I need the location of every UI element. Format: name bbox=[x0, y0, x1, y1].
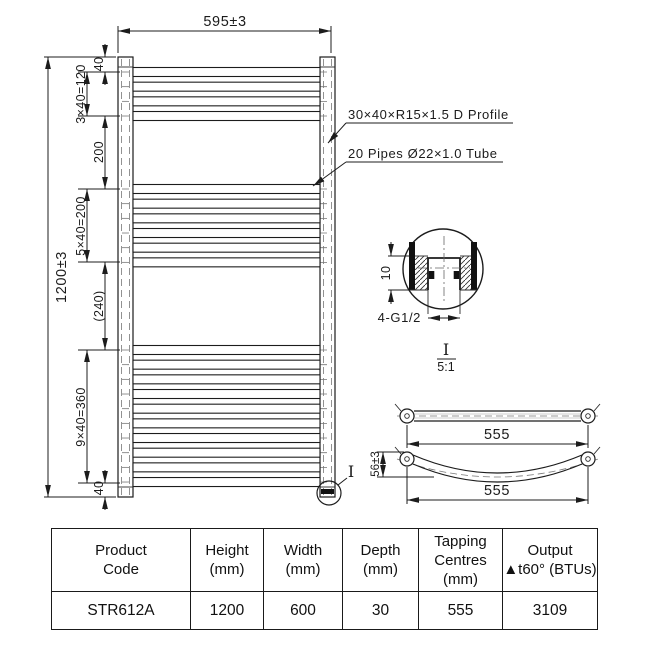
tube bbox=[132, 96, 321, 107]
tube bbox=[132, 257, 321, 268]
header-line: Height bbox=[205, 542, 249, 559]
curved-length-dim: 555 bbox=[484, 483, 510, 499]
header-line: Output bbox=[527, 542, 573, 559]
detail-scale-letter: I bbox=[443, 340, 449, 359]
value-output: 3109 bbox=[502, 591, 598, 630]
header-output: Output ▲t60° (BTUs) bbox=[502, 528, 598, 592]
header-line: (mm) bbox=[363, 561, 398, 578]
tube bbox=[132, 183, 321, 195]
header-line: (mm) bbox=[443, 570, 478, 588]
dim-text-width: 595±3 bbox=[203, 14, 246, 30]
value-height: 1200 bbox=[190, 591, 264, 630]
header-depth: Depth (mm) bbox=[342, 528, 419, 592]
header-line: Centres bbox=[434, 551, 487, 569]
bottom-tapping bbox=[321, 489, 334, 494]
detail-scale-ratio: 5:1 bbox=[437, 360, 454, 374]
tube bbox=[132, 110, 321, 122]
detail-callout: I bbox=[316, 462, 354, 506]
tube bbox=[132, 81, 321, 92]
value-tapping-centres: 555 bbox=[418, 591, 503, 630]
header-line: Width bbox=[283, 542, 323, 559]
dim-text-height: 1200±3 bbox=[54, 251, 70, 303]
tube bbox=[132, 476, 321, 488]
spec-table-value-row: STR612A 1200 600 30 555 3109 bbox=[51, 591, 598, 630]
header-line: ▲t60° (BTUs) bbox=[503, 561, 597, 578]
left-rail bbox=[117, 56, 134, 498]
tube bbox=[132, 432, 321, 444]
dim-text-gap2: (240) bbox=[92, 290, 106, 321]
tube bbox=[132, 213, 321, 224]
curve-depth-dim: 56±3 bbox=[370, 451, 382, 477]
straight-top-view: 555 bbox=[394, 403, 601, 448]
detail-tapping-label: 4-G1/2 bbox=[378, 310, 421, 325]
tube bbox=[132, 374, 321, 385]
detail-view: 10 4-G1/2 I 5:1 bbox=[378, 228, 484, 374]
annotation-profile: 30×40×R15×1.5 D Profile bbox=[327, 107, 513, 144]
spec-table: Product Code Height (mm) Width (mm) Dept… bbox=[51, 528, 598, 630]
front-view bbox=[117, 56, 336, 498]
dim-overall-height: 1200±3 bbox=[44, 56, 116, 498]
annotation-pipes: 20 Pipes Ø22×1.0 Tube bbox=[312, 146, 503, 187]
tube bbox=[132, 227, 321, 239]
header-line: Product bbox=[95, 542, 147, 559]
radiator-technical-drawing: 595±3 1200±3 40 3×40=120 200 5×40=200 (2… bbox=[44, 14, 601, 510]
curved-top-view: 56±3 555 bbox=[370, 446, 601, 504]
profile-label: 30×40×R15×1.5 D Profile bbox=[348, 107, 509, 122]
dim-segments: 40 3×40=120 200 5×40=200 (240) 9×40=360 … bbox=[74, 44, 120, 510]
pipes-label: 20 Pipes Ø22×1.0 Tube bbox=[348, 146, 498, 161]
header-line: Tapping bbox=[434, 532, 487, 550]
tube-array bbox=[122, 66, 331, 488]
dim-text-gap1: 200 bbox=[92, 141, 106, 163]
tube bbox=[132, 388, 321, 400]
value-width: 600 bbox=[263, 591, 343, 630]
tube bbox=[132, 198, 321, 209]
tube bbox=[132, 447, 321, 458]
dim-top-width: 595±3 bbox=[117, 14, 332, 53]
dim-text-top-margin: 40 bbox=[92, 57, 106, 72]
value-product-code: STR612A bbox=[51, 591, 191, 630]
tube bbox=[132, 242, 321, 253]
header-line: Depth bbox=[360, 542, 401, 559]
value-depth: 30 bbox=[342, 591, 419, 630]
header-line: Code bbox=[103, 561, 139, 578]
detail-wall-dim: 10 bbox=[379, 266, 393, 281]
header-height: Height (mm) bbox=[190, 528, 264, 592]
dim-text-group2: 5×40=200 bbox=[74, 196, 88, 256]
header-product-code: Product Code bbox=[51, 528, 191, 592]
tube bbox=[132, 418, 321, 429]
dim-text-group1: 3×40=120 bbox=[74, 64, 88, 124]
right-rail bbox=[319, 56, 336, 498]
tube bbox=[132, 462, 321, 473]
dim-text-group3: 9×40=360 bbox=[74, 387, 88, 447]
header-line: (mm) bbox=[209, 561, 245, 578]
spec-table-header-row: Product Code Height (mm) Width (mm) Dept… bbox=[51, 528, 598, 592]
tube bbox=[132, 403, 321, 414]
tube bbox=[132, 344, 321, 356]
callout-letter: I bbox=[348, 462, 354, 481]
dim-text-bottom-margin: 40 bbox=[92, 481, 106, 496]
tube bbox=[132, 66, 321, 78]
header-width: Width (mm) bbox=[263, 528, 343, 592]
header-line: (mm) bbox=[285, 561, 321, 578]
header-tapping-centres: Tapping Centres (mm) bbox=[418, 528, 503, 592]
straight-length-dim: 555 bbox=[484, 427, 510, 443]
tube bbox=[132, 359, 321, 370]
